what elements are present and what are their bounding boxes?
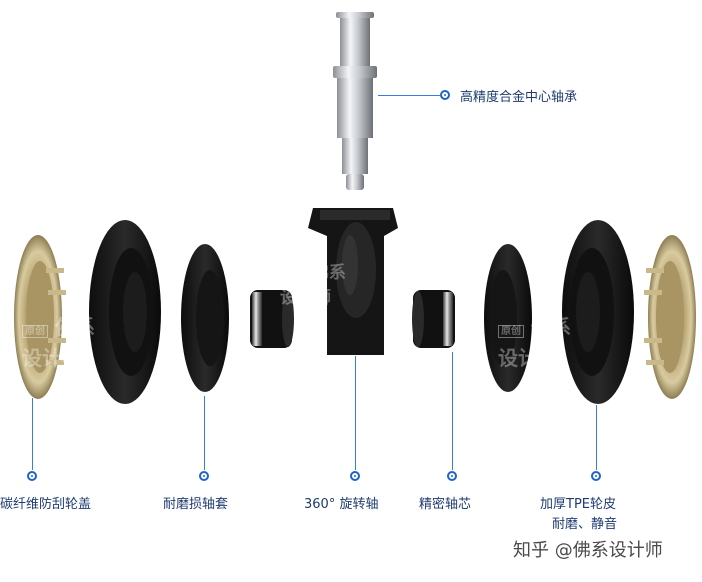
axle-marker-dot — [350, 471, 360, 481]
right-tire-graphic — [562, 220, 634, 404]
sleeve-label: 耐磨损轴套 — [163, 497, 229, 512]
axle-leader-line — [355, 356, 356, 470]
left-tire-graphic — [89, 220, 161, 404]
watermark-right: 原创 佛系 设计狮 — [498, 314, 571, 371]
watermark-line1: 佛系 — [311, 263, 346, 283]
axle-label: 360° 旋转轴 — [304, 497, 379, 512]
left-sleeve-graphic — [181, 244, 229, 392]
watermark-line2: 设计狮 — [498, 346, 558, 370]
left-cover-graphic — [14, 235, 66, 399]
cover-marker-dot — [27, 471, 37, 481]
watermark-left: 原创 佛系 设计狮 — [22, 314, 95, 371]
core-label: 精密轴芯 — [419, 497, 472, 512]
swivel-yoke-graphic — [308, 208, 398, 355]
right-sleeve-graphic — [484, 244, 532, 392]
watermark-badge: 原创 — [498, 325, 524, 338]
tpe-label-line1: 加厚TPE轮皮 — [540, 497, 616, 512]
tpe-marker-dot — [591, 471, 601, 481]
watermark-line2: 设计狮 — [22, 346, 82, 370]
right-core-graphic — [412, 290, 455, 348]
sleeve-leader-line — [204, 396, 205, 470]
bearing-leader-line — [378, 95, 440, 96]
tpe-leader-line — [596, 405, 597, 470]
tpe-label-line2: 耐磨、静音 — [552, 517, 618, 532]
core-marker-dot — [447, 471, 457, 481]
watermark-badge: 原创 — [280, 269, 306, 282]
right-cover-graphic — [644, 235, 696, 399]
footer-attribution: 知乎 @佛系设计师 — [513, 540, 663, 561]
watermark-line1: 佛系 — [530, 315, 571, 339]
watermark-badge: 原创 — [22, 325, 48, 338]
cover-label: 碳纤维防刮轮盖 — [0, 497, 92, 512]
watermark-line1: 佛系 — [54, 315, 95, 339]
bearing-marker-dot — [440, 90, 450, 100]
sleeve-marker-dot — [199, 471, 209, 481]
cover-leader-line — [32, 398, 33, 470]
axle-pin-graphic — [333, 12, 377, 190]
watermark-center: 原创 佛系 设计狮 — [280, 262, 346, 309]
watermark-line2: 设计狮 — [280, 288, 331, 308]
core-leader-line — [452, 352, 453, 470]
bearing-label: 高精度合金中心轴承 — [460, 90, 578, 105]
left-core-graphic — [250, 290, 294, 348]
